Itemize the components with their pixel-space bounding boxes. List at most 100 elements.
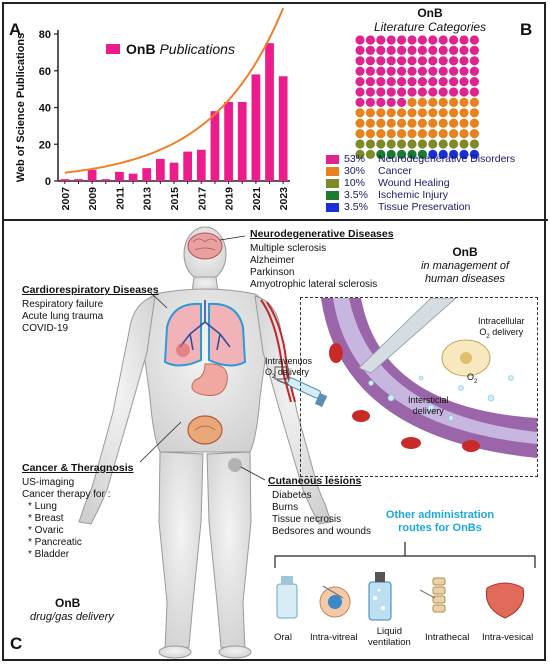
x-tick-label: 2009: [87, 187, 99, 211]
waffle-dot: [428, 139, 438, 149]
waffle-dot: [438, 108, 448, 118]
waffle-dot: [355, 87, 365, 97]
waffle-dot: [469, 45, 479, 55]
waffle-dot: [449, 118, 459, 128]
waffle-dot: [407, 139, 417, 149]
waffle-dot: [428, 66, 438, 76]
legend-swatch: [106, 44, 120, 54]
waffle-dot: [376, 118, 386, 128]
onb-management-title: OnB: [452, 245, 478, 259]
waffle-dot: [449, 66, 459, 76]
waffle-dot: [376, 97, 386, 107]
waffle-dot: [355, 66, 365, 76]
waffle-dot: [428, 118, 438, 128]
waffle-dot: [386, 77, 396, 87]
waffle-dot: [407, 66, 417, 76]
wound-spot: [228, 458, 242, 472]
y-tick-label: 80: [39, 29, 51, 41]
waffle-dot: [365, 129, 375, 139]
o2-sub: 2: [272, 373, 276, 380]
waffle-dot: [386, 139, 396, 149]
intersticial-label: Intersticial delivery: [408, 395, 449, 417]
o2-text: O: [265, 367, 273, 377]
oral-bottle-icon: [276, 576, 298, 619]
waffle-dot: [459, 45, 469, 55]
y-tick-label: 20: [39, 139, 51, 151]
y-tick-label: 40: [39, 103, 51, 115]
waffle-dot: [365, 56, 375, 66]
bar: [278, 76, 288, 181]
o2-label: O2: [467, 372, 477, 385]
waffle-dot: [386, 129, 396, 139]
legend-label: Cancer: [378, 165, 412, 177]
waffle-dot: [459, 149, 469, 159]
waffle-dot: [365, 35, 375, 45]
legend-label: Wound Healing: [378, 177, 450, 189]
bar: [87, 169, 97, 181]
cancer-list: US-imaging Cancer therapy for : * Lung *…: [22, 477, 110, 561]
o2-sub: 2: [486, 333, 490, 340]
cutaneous-item: Burns: [272, 502, 299, 513]
neuro-item: Multiple sclerosis: [250, 243, 327, 254]
waffle-dot: [417, 97, 427, 107]
body-silhouette: [78, 226, 332, 659]
waffle-dot: [355, 149, 365, 159]
waffle-dot: [438, 139, 448, 149]
cutaneous-item: Diabetes: [272, 490, 312, 501]
legend-percent: 53%: [344, 153, 366, 165]
cancer-item: * Lung: [28, 501, 57, 512]
waffle-dot: [449, 77, 459, 87]
bladder-icon: [485, 582, 525, 619]
waffle-dot: [365, 118, 375, 128]
waffle-dot: [386, 56, 396, 66]
legend-swatch: [326, 190, 339, 200]
needle-icon: [358, 297, 458, 374]
legend-percent: 3.5%: [344, 201, 368, 213]
waffle-dot: [428, 97, 438, 107]
intravenous-line-2: O2 delivery: [265, 367, 312, 383]
delivery-text: delivery: [489, 327, 524, 337]
waffle-dot: [449, 97, 459, 107]
waffle-dot: [355, 56, 365, 66]
cardio-item: Acute lung trauma: [22, 311, 104, 322]
cancer-item: * Breast: [28, 513, 64, 524]
panel-b-letter: B: [520, 20, 533, 39]
onb-subtitle-line-1: in management of: [420, 260, 510, 272]
x-tick-label: 2019: [224, 187, 236, 211]
legend-label: OnB Publications: [126, 41, 235, 57]
o2-text: O: [479, 327, 487, 337]
cardio-item: Respiratory failure: [22, 299, 104, 310]
waffle-dot: [459, 97, 469, 107]
route-oral: Oral: [274, 632, 292, 643]
legend-label: Neurodegenerative Disorders: [378, 153, 516, 165]
waffle-dot: [407, 56, 417, 66]
waffle-dot: [386, 118, 396, 128]
intracellular-line-2: O2 delivery: [478, 327, 525, 343]
waffle-dot: [417, 35, 427, 45]
brain-organ: [187, 232, 223, 260]
waffle-dot: [355, 118, 365, 128]
intracellular-label: Intracellular O2 delivery: [478, 316, 525, 343]
route-intrathecal: Intrathecal: [425, 632, 470, 643]
waffle-dot: [428, 149, 438, 159]
x-tick-label: 2017: [196, 187, 208, 211]
red-blood-cells: [329, 343, 480, 452]
waffle-dot: [438, 118, 448, 128]
onb-subtitle-line-2: human diseases: [424, 273, 506, 285]
waffle-dot: [438, 77, 448, 87]
onb-management-subtitle: in management of human diseases: [400, 260, 530, 286]
waffle-dot: [469, 56, 479, 66]
bar: [224, 101, 233, 181]
cutaneous-list: Diabetes Burns Tissue necrosis Bedsores …: [272, 490, 371, 538]
waffle-dot: [365, 77, 375, 87]
waffle-dot: [459, 35, 469, 45]
waffle-dot: [365, 97, 375, 107]
waffle-dot: [417, 108, 427, 118]
waffle-dot: [376, 35, 386, 45]
waffle-dot: [469, 149, 479, 159]
waffle-dot: [428, 35, 438, 45]
waffle-dot: [438, 97, 448, 107]
